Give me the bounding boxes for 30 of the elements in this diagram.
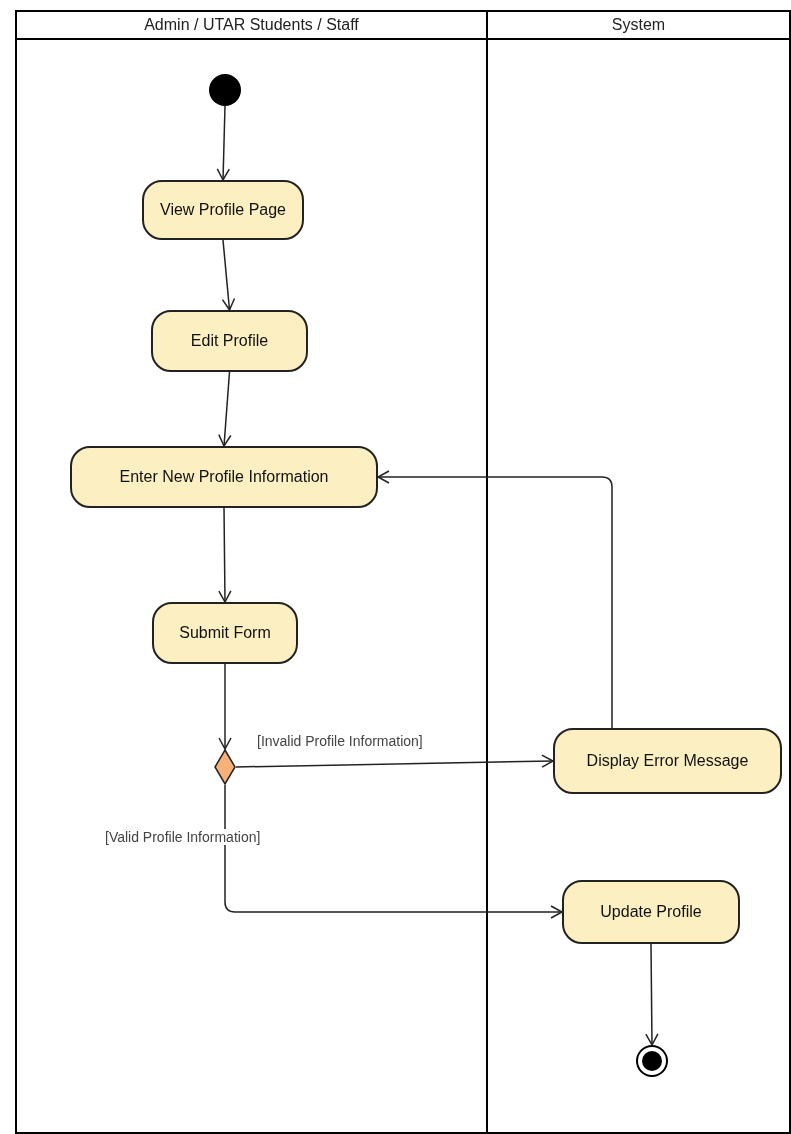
arrow <box>224 784 563 919</box>
action-box <box>562 880 740 944</box>
arrow <box>218 507 232 603</box>
action-label: Enter New Profile Information <box>119 467 329 487</box>
arrow <box>216 105 231 181</box>
swimlane <box>15 10 488 1134</box>
guard-label: [Invalid Profile Information] <box>256 733 424 749</box>
action-label: Display Error Message <box>586 751 749 771</box>
arrow <box>645 943 659 1046</box>
action-box <box>152 602 298 664</box>
action-box <box>553 728 782 794</box>
swimlane <box>486 10 791 1134</box>
action-label: Submit Form <box>179 623 271 643</box>
final-node <box>636 1045 668 1077</box>
arrow <box>221 239 236 311</box>
arrow <box>218 663 232 750</box>
guard-label: [Valid Profile Information] <box>104 829 262 845</box>
initial-node <box>209 74 241 106</box>
lane-header: Admin / UTAR Students / Staff <box>17 12 486 40</box>
action-box <box>151 310 308 372</box>
action-label: Update Profile <box>600 902 702 922</box>
lane-header: System <box>488 12 789 40</box>
decision-diamond <box>214 749 236 785</box>
arrow <box>218 371 232 447</box>
action-box <box>70 446 378 508</box>
arrow <box>235 754 554 768</box>
action-label: Edit Profile <box>190 331 269 351</box>
arrow <box>377 470 613 729</box>
action-label: View Profile Page <box>160 200 286 220</box>
action-box <box>142 180 304 240</box>
